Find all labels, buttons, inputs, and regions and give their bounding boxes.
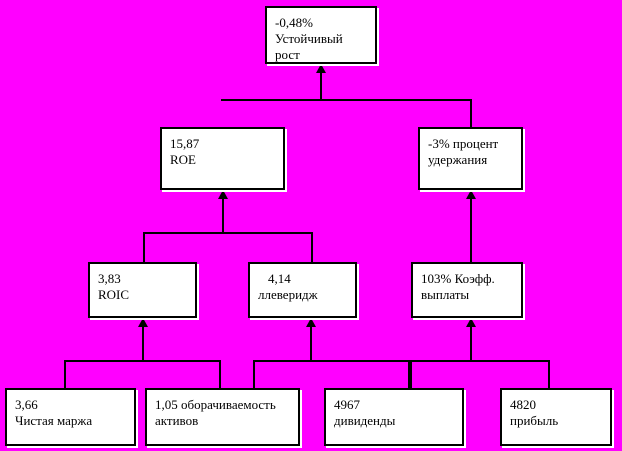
connector-bus-level3-leverage	[253, 360, 410, 362]
connector-drop-to-profit	[548, 360, 550, 388]
node-sustainable-growth-value: -0,48%	[275, 15, 313, 30]
node-sustainable-growth: -0,48% Устойчивый рост	[265, 6, 377, 64]
node-asset-turnover-value: 1,05 оборачиваемость	[155, 397, 276, 412]
connector-trunk-to-roic	[142, 326, 144, 361]
node-net-margin-value: 3,66	[15, 397, 38, 412]
arrow-to-roic	[138, 318, 148, 327]
connector-trunk-to-sustainable-growth	[320, 72, 322, 100]
node-leverage-value: 4,14	[268, 271, 291, 286]
node-profit: 4820 прибыль	[500, 388, 612, 446]
node-dividends-label: дивиденды	[334, 412, 396, 428]
connector-bus-level3-roic	[64, 360, 221, 362]
arrow-to-leverage	[306, 318, 316, 327]
connector-trunk-to-leverage	[310, 326, 312, 361]
node-roe-value: 15,87	[170, 136, 200, 151]
node-roe-label: ROE	[170, 151, 196, 167]
node-profit-label: прибыль	[510, 412, 559, 428]
arrow-to-sustainable-growth	[316, 64, 326, 73]
node-dividends-value: 4967	[334, 397, 360, 412]
node-payout-value: 103% Коэфф.	[421, 271, 495, 286]
node-net-margin-label: Чистая маржа	[15, 412, 93, 428]
node-asset-turnover-label: активов	[155, 412, 199, 428]
node-retention-value: -3% процент	[428, 136, 499, 151]
node-asset-turnover: 1,05 оборачиваемость активов	[145, 388, 300, 446]
connector-trunk-to-payout	[470, 326, 472, 361]
connector-bus-level1	[221, 99, 472, 101]
node-retention: -3% процент удержания	[418, 127, 523, 190]
node-sustainable-growth-label-2: рост	[275, 46, 300, 62]
connector-bus-level2-roe	[143, 232, 313, 234]
connector-bus-level3-payout	[410, 360, 550, 362]
connector-drop-to-asset-turnover	[219, 360, 221, 388]
node-leverage-label: ллеверидж	[258, 286, 318, 302]
arrow-to-retention	[466, 190, 476, 199]
connector-drop-to-leverage-right	[408, 360, 410, 388]
node-leverage: 4,14 ллеверидж	[248, 262, 357, 318]
node-payout: 103% Коэфф. выплаты	[411, 262, 523, 318]
arrow-to-payout	[466, 318, 476, 327]
node-roe: 15,87 ROE	[160, 127, 285, 190]
connector-drop-to-leverage-left	[253, 360, 255, 388]
node-profit-value: 4820	[510, 397, 536, 412]
connector-drop-to-dividends	[410, 360, 412, 388]
arrow-to-roe	[218, 190, 228, 199]
connector-trunk-to-roe	[222, 198, 224, 233]
node-sustainable-growth-label-1: Устойчивый	[275, 30, 343, 46]
node-payout-label: выплаты	[421, 286, 470, 302]
node-roic: 3,83 ROIC	[88, 262, 197, 318]
connector-drop-to-leverage	[311, 232, 313, 262]
connector-drop-to-retention	[470, 99, 472, 127]
connector-drop-to-roic	[143, 232, 145, 262]
node-retention-label: удержания	[428, 151, 488, 167]
node-roic-value: 3,83	[98, 271, 121, 286]
connector-drop-to-net-margin	[64, 360, 66, 388]
connector-retention-to-payout	[470, 198, 472, 262]
node-dividends: 4967 дивиденды	[324, 388, 464, 446]
node-roic-label: ROIC	[98, 286, 130, 302]
node-net-margin: 3,66 Чистая маржа	[5, 388, 136, 446]
